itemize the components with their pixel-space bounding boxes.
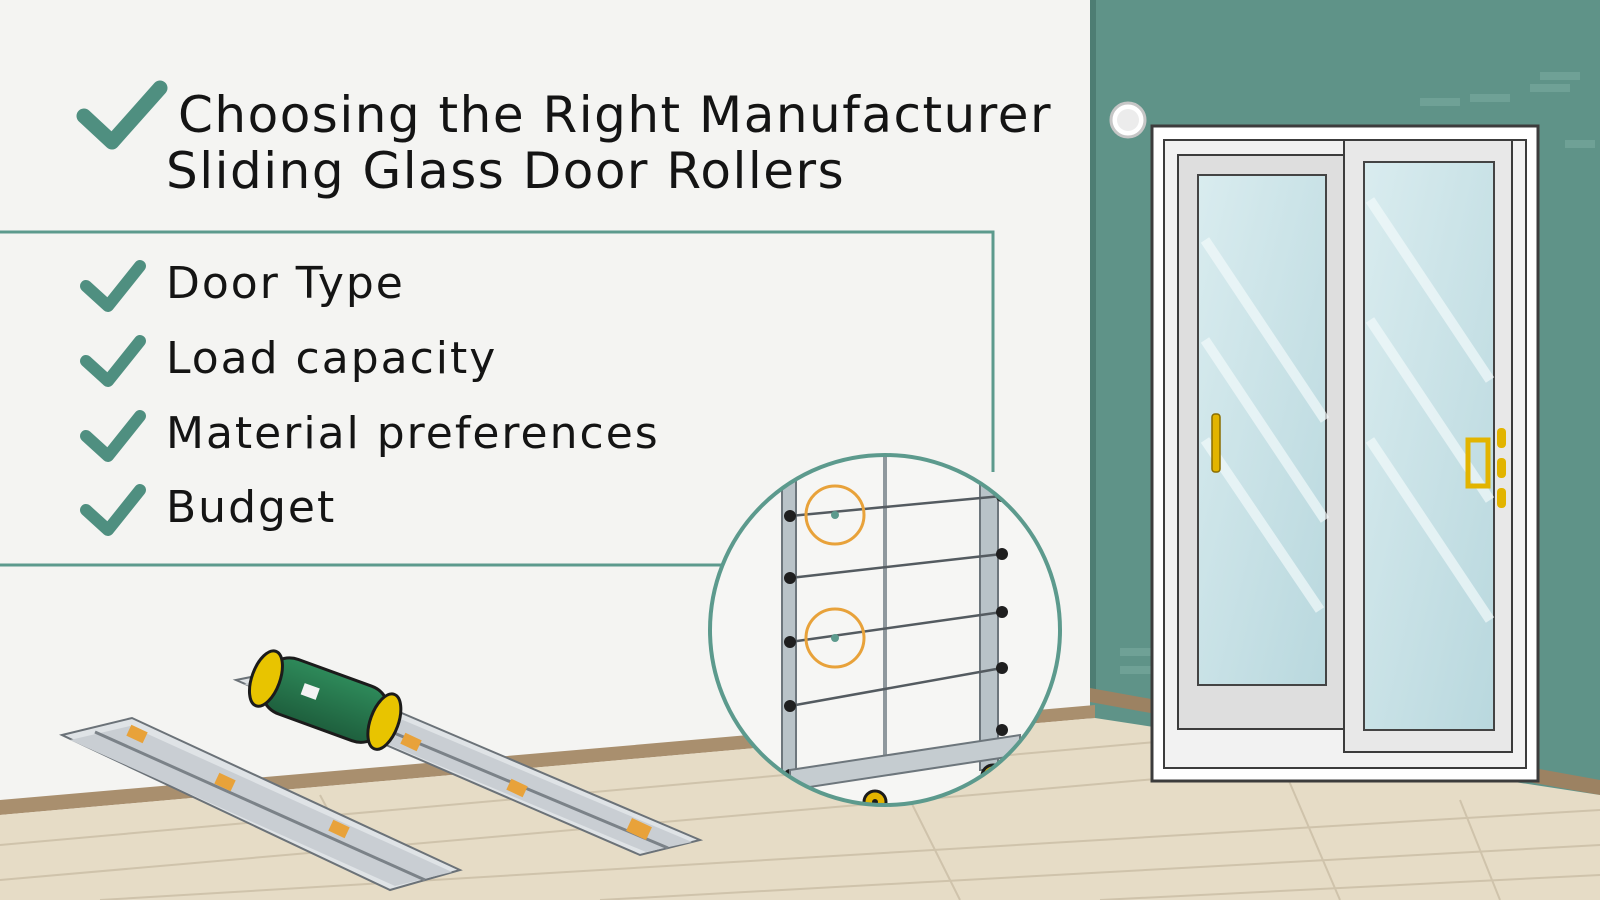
- check-icon-door-type: [80, 260, 146, 312]
- roller-detail-zoom: [708, 453, 1062, 807]
- wall-brick-marks: [1120, 72, 1595, 674]
- checklist-item-budget: Budget: [166, 482, 337, 533]
- checklist-frame-top: [0, 230, 995, 472]
- check-icon-material: [80, 410, 146, 462]
- door-handle-right-icon: [1465, 437, 1491, 489]
- checklist-item-door-type: Door Type: [166, 258, 405, 309]
- checklist-item-load-capacity: Load capacity: [166, 333, 498, 384]
- page-title-line-2: Sliding Glass Door Rollers: [166, 142, 846, 200]
- roller-track-left: [59, 716, 463, 892]
- checklist-item-material-preferences: Material preferences: [166, 408, 660, 459]
- sliding-glass-door: [1150, 124, 1540, 783]
- title-check-icon: [76, 80, 168, 150]
- wall-corner: [1090, 0, 1096, 700]
- check-icon-load-capacity: [80, 335, 146, 387]
- door-handle-left-icon: [1211, 413, 1221, 473]
- check-icon-budget: [80, 484, 146, 536]
- page-title-line-1: Choosing the Right Manufacturer: [178, 86, 1053, 144]
- roller-tool-icon: [247, 649, 403, 751]
